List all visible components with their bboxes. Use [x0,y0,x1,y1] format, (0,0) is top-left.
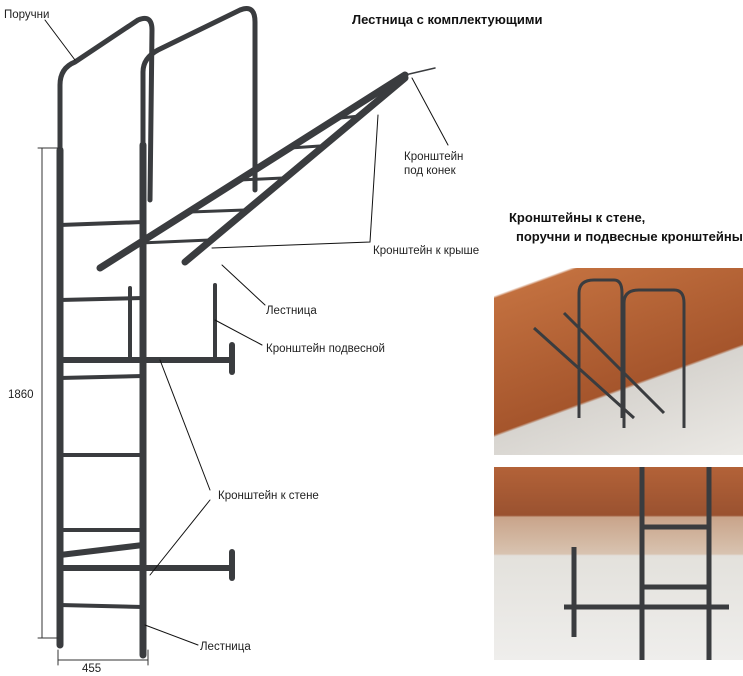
side-title-line1: Кронштейны к стене, [509,210,646,225]
label-hanging-bracket: Кронштейн подвесной [266,343,385,355]
photo-roof-ladder [494,268,743,455]
photo-wall-bracket [494,467,743,660]
label-ladder-bottom: Лестница [200,641,251,653]
label-ridge-bracket-2: под конек [404,165,456,177]
dimension-height: 1860 [8,389,34,401]
ladder-rungs [58,220,145,609]
roof-ladder-rail-left [96,71,409,272]
label-ladder-top: Лестница [266,305,317,317]
wall-brackets [57,342,235,581]
main-title: Лестница с комплектующими [352,12,543,27]
roof-ladder-rail-right [181,74,409,266]
label-handrails: Поручни [4,9,50,21]
label-wall-bracket: Кронштейн к стене [218,490,319,502]
label-ridge-bracket-1: Кронштейн [404,151,464,163]
handrail-left [57,15,155,203]
side-title-line2: поручни и подвесные кронштейны [516,229,743,244]
label-roof-bracket: Кронштейн к крыше [373,245,480,257]
dimension-width: 455 [82,663,102,675]
handrail-right [140,6,258,193]
